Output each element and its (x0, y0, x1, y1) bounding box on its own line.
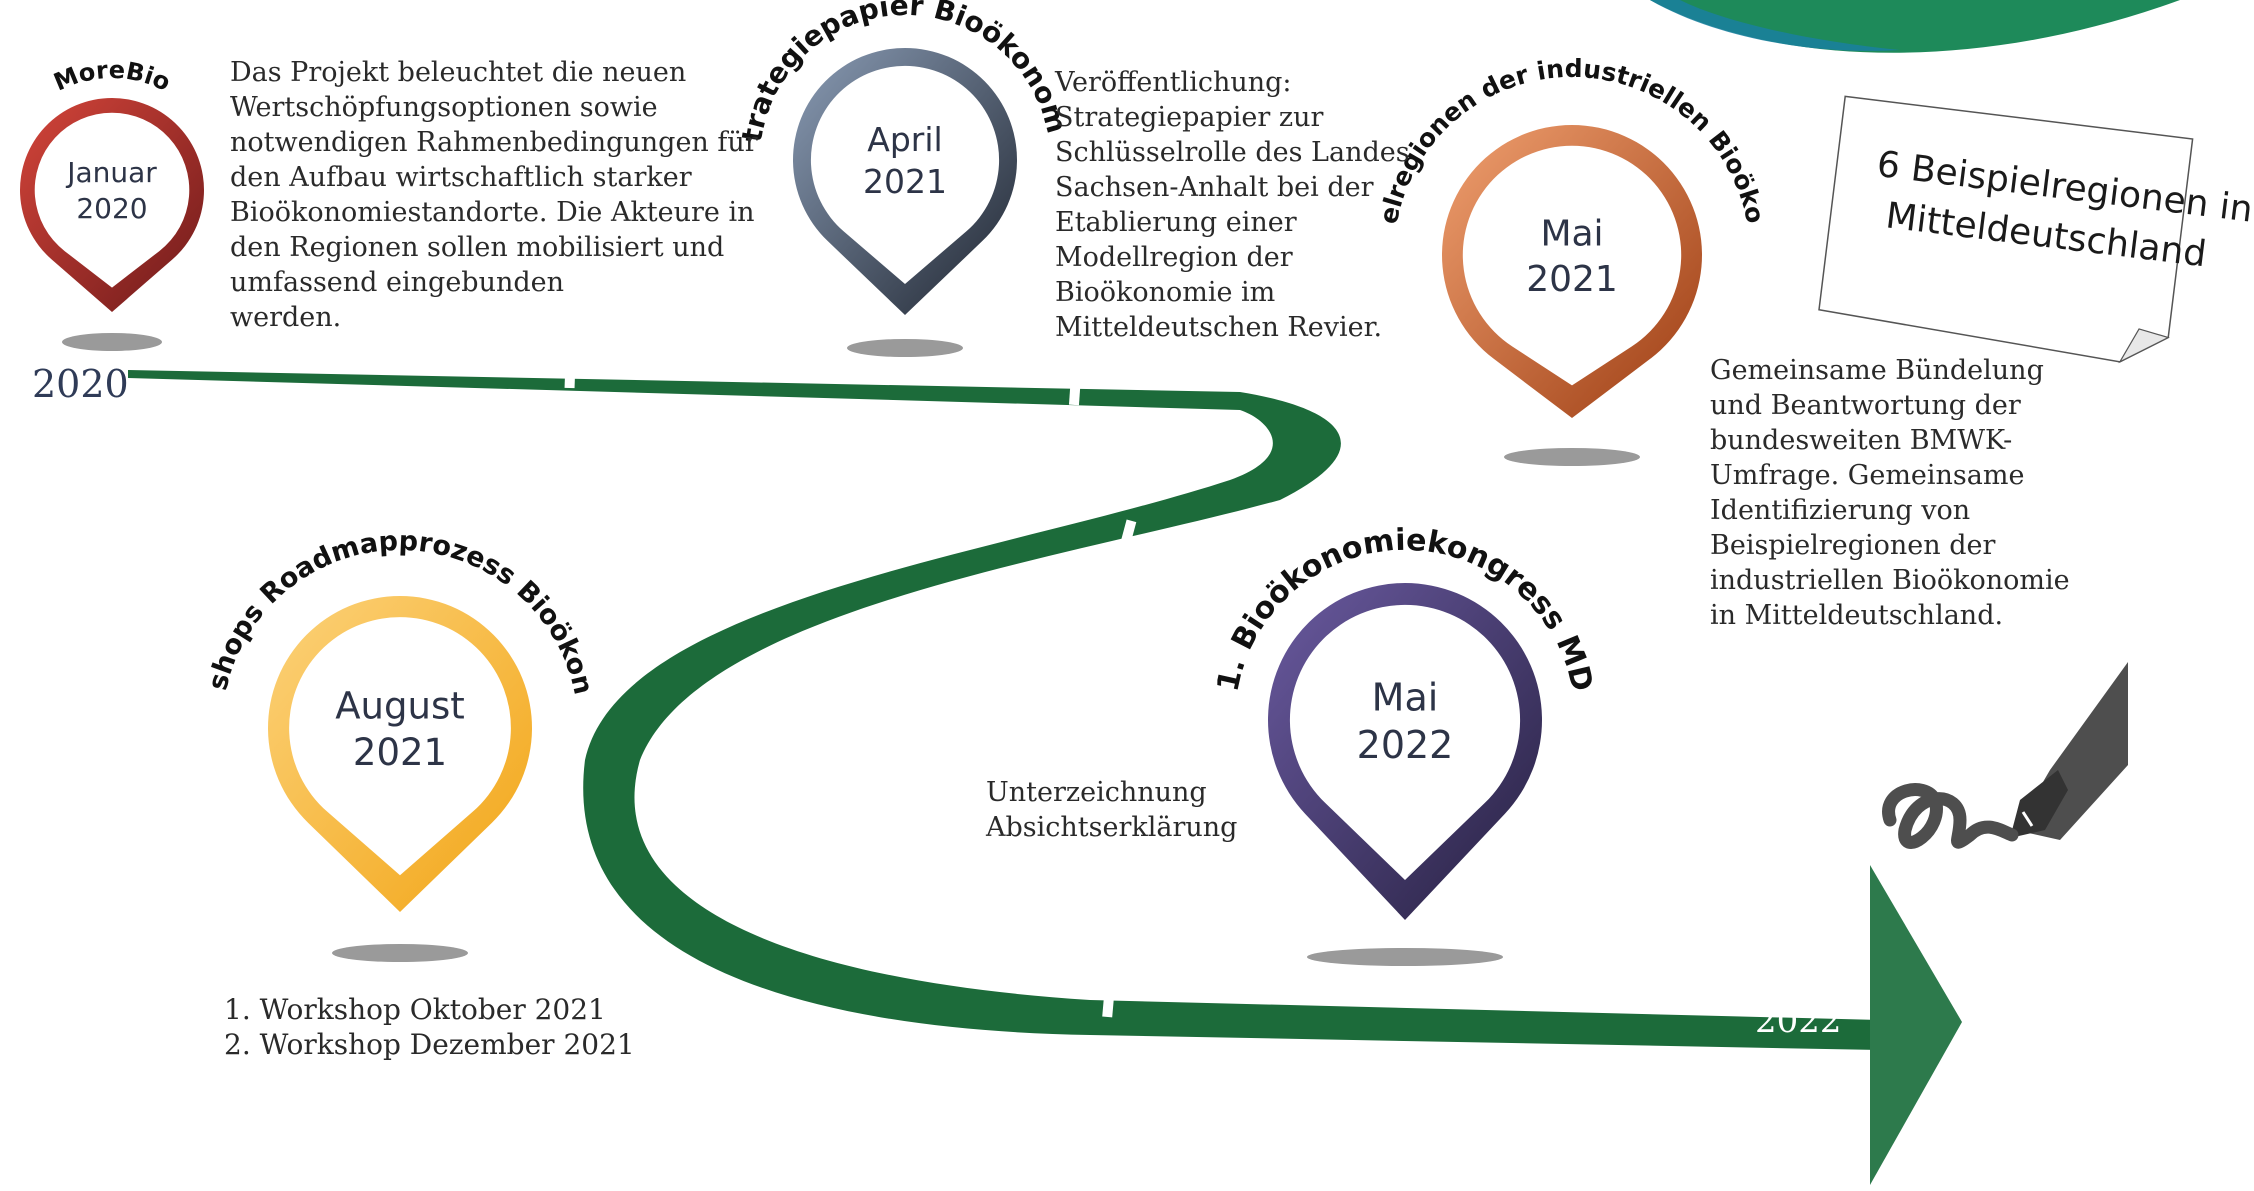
path-gap (1113, 519, 1137, 571)
fountain-pen-signature-icon (1882, 662, 2128, 849)
workshops-date-line-1: August (335, 684, 464, 727)
strategiepapier-description-line: Modellregion der (1055, 242, 1293, 273)
path-gap (1068, 374, 1082, 406)
beispielregionen-description: Gemeinsame Bündelung und Beantwortung der… (1710, 353, 2070, 633)
strategiepapier-pin-shadow (847, 339, 963, 357)
beispielregionen-description-line: Umfrage. Gemeinsame (1710, 460, 2025, 491)
morebio-date-line-2: 2020 (76, 192, 147, 225)
kongress-date-line-1: Mai (1372, 675, 1439, 719)
beispielregionen-date-line-2: 2021 (1526, 259, 1618, 300)
beispielregionen-pin-shadow (1504, 448, 1640, 466)
beispielregionen-description-line: Identifizierung von (1710, 495, 1971, 526)
workshops-date-line-2: 2021 (353, 731, 447, 774)
morebio-description-line: den Regionen sollen mobilisiert und (230, 232, 725, 263)
beispielregionen-description-line: bundesweiten BMWK- (1710, 425, 2013, 456)
beispielregionen-description-line: und Beantwortung der (1710, 390, 2021, 421)
corner-swoosh-decoration (1650, 0, 2180, 53)
timeline-arrow-head (1870, 865, 1962, 1185)
workshops-pin-shadow (332, 944, 468, 962)
workshops-description-line: 1. Workshop Oktober 2021 (224, 993, 606, 1026)
sticky-note: 6 Beispielregionen in Mitteldeutschland (1818, 95, 2254, 364)
timeline-path (128, 361, 1962, 1185)
morebio-date-line-1: Januar (65, 156, 157, 189)
year-2022-label: 2022 (1755, 1001, 1842, 1041)
morebio-description-line: Wertschöpfungsoptionen sowie (230, 92, 658, 123)
strategiepapier-description-line: Etablierung einer (1055, 207, 1297, 238)
beispielregionen-description-line: Gemeinsame Bündelung (1710, 355, 2044, 386)
morebio-description-line: notwendigen Rahmenbedingungen für (230, 127, 758, 158)
morebio-description-line: Das Projekt beleuchtet die neuen (230, 57, 687, 88)
workshops-description-line: 2. Workshop Dezember 2021 (224, 1028, 635, 1061)
kongress-pin-inner (1289, 604, 1521, 880)
year-2020-label: 2020 (32, 362, 129, 406)
kongress-date-line-2: 2022 (1357, 723, 1454, 767)
morebio-description-line: den Aufbau wirtschaftlich starker (230, 162, 692, 193)
beispielregionen-description-line: Beispielregionen der (1710, 530, 1996, 561)
kongress-description-line: Unterzeichnung (986, 777, 1207, 808)
path-gap (1102, 954, 1118, 1018)
morebio-description-line: umfassend eingebunden (230, 267, 565, 298)
beispielregionen-description-line: in Mitteldeutschland. (1710, 600, 2004, 631)
strategiepapier-pin-inner (810, 65, 1000, 284)
beispielregionen-date-line-1: Mai (1540, 214, 1603, 255)
kongress-pin-shadow (1307, 948, 1503, 966)
morebio-pin-shadow (62, 333, 162, 351)
strategiepapier-date-line-2: 2021 (863, 162, 947, 201)
morebio-pin-inner (34, 112, 190, 288)
morebio-description-line: Bioökonomiestandorte. Die Akteure in (230, 197, 755, 228)
kongress-description-line: Absichtserklärung (986, 812, 1238, 843)
morebio-title: MoreBio (50, 56, 175, 97)
strategiepapier-description-line: Strategiepapier zur (1055, 102, 1324, 133)
workshops-pin-inner (289, 617, 511, 876)
strategiepapier-description-line: Sachsen-Anhalt bei der (1055, 172, 1374, 203)
strategiepapier-description-line: Veröffentlichung: (1055, 67, 1292, 98)
morebio-description-line: werden. (230, 302, 342, 333)
strategiepapier-description-line: Schlüsselrolle des Landes (1055, 137, 1410, 168)
strategiepapier-description-line: Mitteldeutschen Revier. (1055, 312, 1383, 343)
path-gap (564, 361, 576, 389)
beispielregionen-pin-inner (1462, 145, 1682, 386)
strategiepapier-date-line-1: April (867, 120, 942, 159)
beispielregionen-description-line: industriellen Bioökonomie (1710, 565, 2070, 596)
strategiepapier-description-line: Bioökonomie im (1055, 277, 1276, 308)
